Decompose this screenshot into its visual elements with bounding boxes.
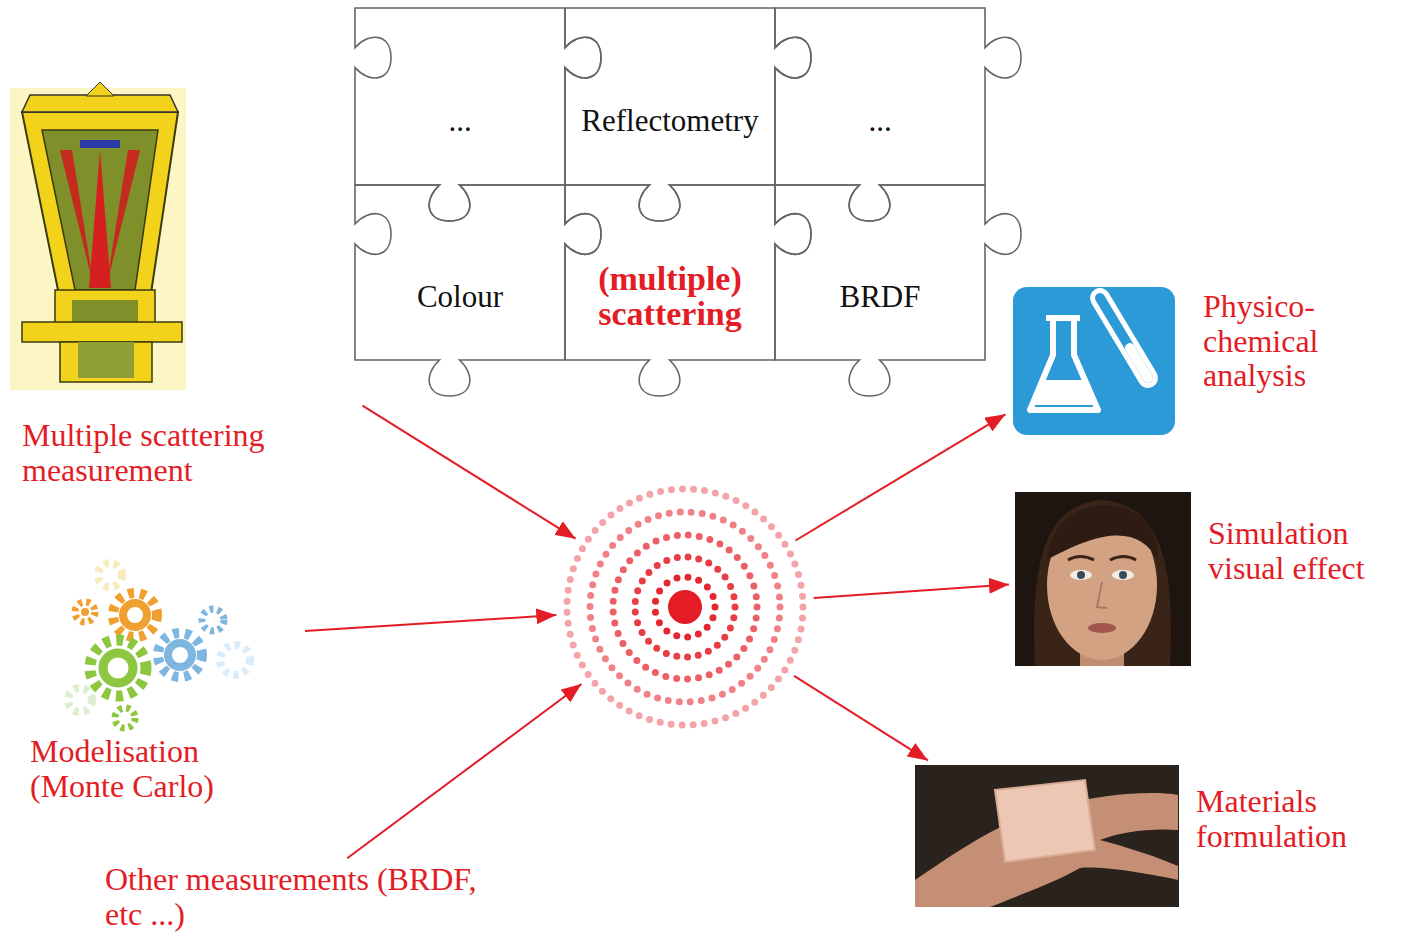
drawing-part bbox=[1068, 557, 1094, 561]
drawing-part bbox=[915, 765, 1179, 907]
drawing-part bbox=[1119, 571, 1127, 579]
drawing-part bbox=[78, 342, 134, 378]
drawing-part bbox=[1070, 570, 1092, 580]
drawing-part bbox=[22, 322, 182, 342]
drawing-part bbox=[1130, 348, 1148, 378]
drawing-part bbox=[158, 633, 202, 677]
puzzle-piece: ... bbox=[355, 8, 565, 185]
drawing-part bbox=[220, 645, 250, 675]
drawing-part bbox=[1035, 380, 1093, 405]
drawing-part bbox=[80, 140, 120, 148]
target-circle bbox=[555, 477, 815, 737]
drawing-part bbox=[1100, 298, 1148, 378]
drawing-part bbox=[202, 609, 224, 631]
analysis-icon: Physico-chemical analysis bbox=[1008, 283, 1382, 441]
drawing-part bbox=[106, 150, 140, 288]
drawing-part bbox=[90, 640, 146, 696]
drawing-part bbox=[1110, 557, 1136, 561]
dot-ring bbox=[635, 557, 735, 657]
piece-label: Colour bbox=[362, 281, 558, 313]
red-caption: Other measurements (BRDF, etc ...) bbox=[105, 862, 485, 931]
drawing-part bbox=[1030, 318, 1098, 410]
drawing-part bbox=[86, 82, 114, 96]
drawing-part bbox=[1013, 287, 1175, 435]
drawing-part bbox=[89, 150, 111, 288]
puzzle-piece: BRDF bbox=[775, 185, 985, 360]
drawing-part bbox=[60, 150, 94, 288]
puzzle-edge bbox=[355, 8, 601, 221]
drawing-part bbox=[1088, 623, 1116, 633]
face-image bbox=[1015, 492, 1191, 666]
drawing-part bbox=[1112, 570, 1134, 580]
drawing-part bbox=[115, 708, 135, 728]
arrow-connector bbox=[347, 684, 581, 858]
piece-label: BRDF bbox=[782, 281, 978, 313]
drawing-part bbox=[1034, 500, 1171, 666]
drawing-part bbox=[103, 653, 133, 683]
drawing-part bbox=[1097, 582, 1107, 608]
piece-label: ... bbox=[782, 105, 978, 137]
drawing-part bbox=[168, 643, 192, 667]
puzzle-edge bbox=[565, 8, 811, 221]
drawing-part bbox=[81, 608, 89, 616]
red-caption: Materials formulation bbox=[1196, 784, 1396, 853]
piece-label: Reflectometry bbox=[572, 105, 768, 137]
dot-ring bbox=[655, 577, 715, 637]
face-render: Simulation visual effect bbox=[1012, 488, 1422, 668]
drawing-part bbox=[1100, 298, 1148, 378]
dot-ring bbox=[613, 535, 757, 679]
puzzle-outline bbox=[355, 8, 565, 185]
arrow-connector bbox=[814, 585, 1009, 599]
drawing-part bbox=[60, 342, 152, 382]
model-gears: Modelisation (Monte Carlo) bbox=[24, 548, 302, 810]
skin-patch: Materials formulation bbox=[910, 762, 1400, 908]
measurement-note: Other measurements (BRDF, etc ...) bbox=[100, 860, 490, 934]
arrow-connector bbox=[363, 406, 576, 539]
arrow-connector bbox=[796, 414, 1006, 540]
puzzle-piece: ... bbox=[775, 8, 985, 185]
drawing-part bbox=[995, 780, 1095, 862]
dot-ring bbox=[567, 489, 803, 725]
hand-photo bbox=[915, 765, 1179, 907]
puzzle-outline bbox=[565, 8, 775, 185]
piece-label: ... bbox=[362, 105, 558, 137]
puzzle-piece: (multiple) scattering bbox=[565, 185, 775, 360]
gears-icon bbox=[68, 563, 250, 728]
drawing-part bbox=[1015, 492, 1191, 666]
puzzle-edge bbox=[775, 185, 1021, 396]
measurement-device: Multiple scattering measurement bbox=[8, 84, 360, 494]
drawing-part bbox=[98, 563, 122, 587]
red-caption: Physico-chemical analysis bbox=[1203, 289, 1378, 393]
drawing-part bbox=[1077, 571, 1085, 579]
red-caption: Modelisation (Monte Carlo) bbox=[30, 734, 292, 803]
puzzle-outline bbox=[355, 185, 565, 360]
target-rings bbox=[555, 477, 815, 737]
center-dot bbox=[668, 590, 702, 624]
drawing-part bbox=[22, 95, 178, 112]
drawing-part bbox=[1047, 505, 1158, 560]
puzzle-outline bbox=[775, 8, 985, 185]
drawing-part bbox=[10, 88, 186, 390]
puzzle-edge bbox=[775, 8, 1021, 221]
red-caption: Simulation visual effect bbox=[1208, 516, 1413, 585]
puzzle-edge bbox=[355, 185, 601, 396]
puzzle-piece: Colour bbox=[355, 185, 565, 360]
arrow-connector bbox=[794, 676, 928, 761]
drawing-part bbox=[68, 688, 92, 712]
flask-icon bbox=[1013, 287, 1175, 435]
puzzle-piece: Reflectometry bbox=[565, 8, 775, 185]
drawing-part bbox=[22, 112, 178, 300]
red-caption: Multiple scattering measurement bbox=[22, 418, 352, 487]
drawing-part bbox=[123, 603, 147, 627]
arrow-connector bbox=[305, 615, 556, 631]
drawing-part bbox=[75, 602, 95, 622]
dot-ring bbox=[590, 512, 780, 702]
drawing-part bbox=[42, 130, 158, 290]
piece-label: (multiple) scattering bbox=[572, 262, 768, 331]
instrument-drawing bbox=[10, 82, 186, 390]
drawing-part bbox=[113, 593, 157, 637]
puzzle-edge bbox=[565, 185, 811, 396]
puzzle-outline bbox=[775, 185, 985, 360]
